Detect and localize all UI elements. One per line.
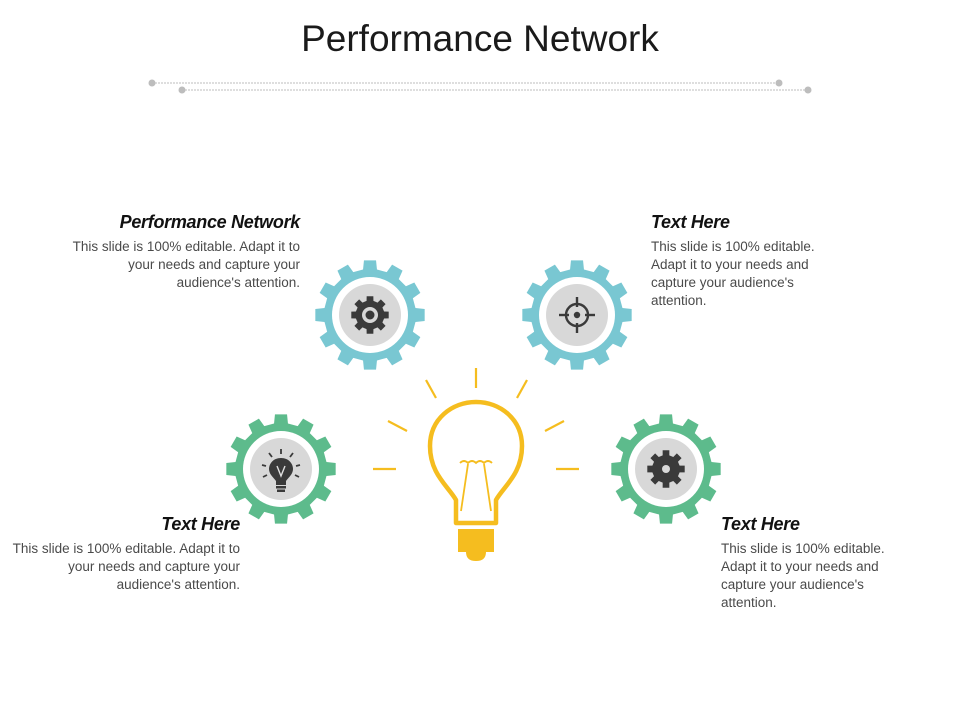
block-body: This slide is 100% editable. Adapt it to… (12, 541, 240, 592)
central-lightbulb-icon (373, 368, 579, 561)
slide-title: Performance Network (301, 18, 659, 59)
title-divider (148, 79, 812, 94)
text-block-bottom-right: Text Here This slide is 100% editable. A… (721, 514, 886, 612)
text-block-performance-network: Performance Network This slide is 100% e… (70, 212, 301, 292)
target-icon (559, 297, 595, 333)
block-body: This slide is 100% editable. Adapt it to… (72, 239, 300, 290)
block-body: This slide is 100% editable. Adapt it to… (721, 541, 885, 610)
cog-icon (647, 450, 685, 488)
text-block-top-right: Text Here This slide is 100% editable. A… (651, 212, 816, 310)
lightbulb-icon (261, 449, 301, 492)
block-heading: Text Here (721, 514, 800, 534)
block-heading: Text Here (651, 212, 730, 232)
gear-bottom-right-icon (611, 414, 721, 524)
gear-icon (351, 296, 389, 334)
text-block-bottom-left: Text Here This slide is 100% editable. A… (10, 514, 241, 594)
block-heading: Text Here (161, 514, 240, 534)
block-heading: Performance Network (119, 212, 301, 232)
block-body: This slide is 100% editable. Adapt it to… (651, 239, 815, 308)
